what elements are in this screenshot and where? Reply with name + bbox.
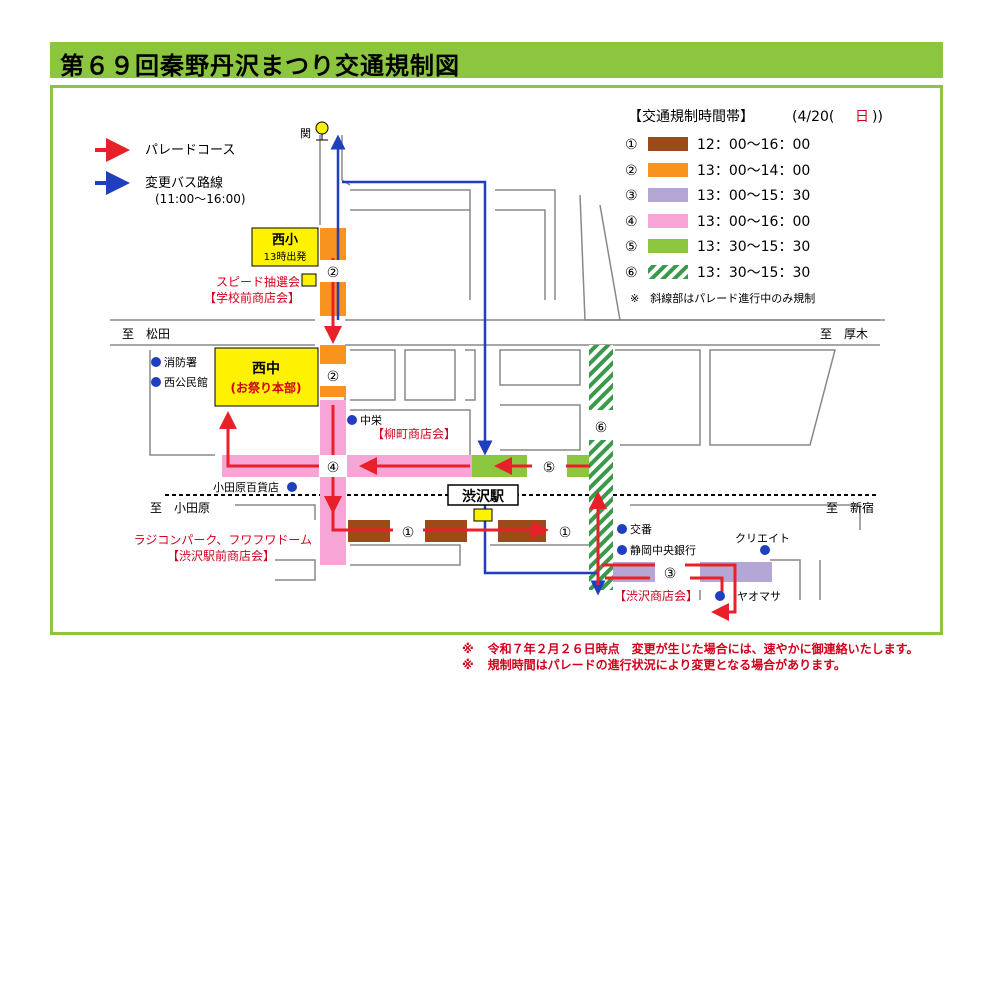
legend-bus-hours: (11:00～16:00): [155, 192, 246, 206]
legend-item-4-swatch: [648, 214, 688, 228]
legend-item-2-time: 13：00～14：00: [697, 163, 810, 179]
zone-badge-1b-bg: [550, 520, 580, 542]
bank-marker-icon: [617, 545, 627, 555]
legend-item-6-time: 13：30～15：30: [697, 265, 810, 281]
footnote-2-mark: ※: [462, 658, 474, 672]
legend-parade-label: パレードコース: [145, 143, 235, 158]
place-nishisho: 西小: [272, 233, 298, 248]
zone-badge-2b-bg: [319, 364, 347, 386]
legend-item-1-num: ①: [625, 137, 638, 153]
yaomasa-marker-icon: [715, 591, 725, 601]
zone-badge-4-bg: [319, 455, 347, 477]
nishichu-box: [214, 347, 319, 407]
zone-badge-5-bg: [532, 455, 566, 477]
place-create: クリエイト: [735, 532, 790, 545]
fire-station-marker-icon: [151, 357, 161, 367]
seki-marker-icon: [315, 121, 329, 135]
zone-badges: ② ② ④ ⑤ ⑥ ① ① ③: [319, 260, 685, 582]
direction-atsugi: 至 厚木: [820, 327, 868, 341]
legend-item-1-swatch: [648, 137, 688, 151]
zone-badge-4: ④: [327, 460, 340, 476]
odakyu-store-marker-icon: [287, 482, 297, 492]
place-odakyu-store: 小田原百貨店: [213, 480, 279, 494]
route-legend: パレードコース 変更バス路線 (11:00～16:00): [95, 138, 246, 206]
footnote-1: ※ 令和７年２月２６日時点 変更が生じた場合には、速やかに御連絡いたします。: [462, 640, 918, 657]
zone-badge-1b: ①: [559, 525, 572, 541]
footnote-2: ※ 規制時間はパレードの進行状況により変更となる場合があります。: [462, 656, 846, 673]
time-legend-date-suffix: )): [872, 109, 883, 125]
zone-badge-3: ③: [664, 566, 677, 582]
legend-item-1-time: 12：00～16：00: [697, 137, 810, 153]
direction-matsuda: 至 松田: [122, 327, 170, 341]
place-nishisho-depart: 13時出発: [264, 250, 307, 263]
place-koban: 交番: [630, 522, 652, 536]
place-speed-lottery: スピード抽選会: [216, 275, 300, 289]
legend-item-4-time: 13：00～16：00: [697, 214, 810, 230]
zone-badge-2a-bg: [319, 260, 347, 282]
legend-item-3-num: ③: [625, 188, 638, 204]
zone-badge-2b: ②: [327, 369, 340, 385]
time-legend-date-prefix: (4/20(: [792, 109, 834, 125]
zone-badge-1a-bg: [393, 520, 423, 542]
direction-odawara: 至 小田原: [150, 501, 210, 515]
place-nishichu: 西中: [252, 360, 280, 377]
zone-badge-6-bg: [588, 415, 614, 437]
zone-badge-6: ⑥: [595, 420, 608, 436]
zone-badge-3-bg: [655, 562, 685, 582]
place-yanagimachi-shops: 【柳町商店会】: [372, 426, 456, 441]
footnote-2-text: 規制時間はパレードの進行状況により変更となる場合があります。: [487, 658, 846, 672]
legend-item-5-swatch: [648, 239, 688, 253]
place-station-front-shops: 【渋沢駅前商店会】: [167, 548, 275, 563]
place-radio-park: ラジコンパーク、フワフワドーム: [134, 533, 312, 547]
title-bar: 第６９回秦野丹沢まつり交通規制図: [50, 42, 943, 80]
place-nishi-kominkan: 西公民館: [164, 375, 208, 389]
places: 関 西小 13時出発 スピード抽選会 【学校前商店会】 西中 (お祭り本部) 消…: [134, 121, 790, 603]
legend-item-2-num: ②: [625, 163, 638, 179]
station-marker: [473, 508, 493, 522]
zone-badge-1a: ①: [402, 525, 415, 541]
chugaku-marker-icon: [347, 415, 357, 425]
legend-item-4-num: ④: [625, 214, 638, 230]
station-box: [447, 484, 519, 506]
legend-item-6-swatch: [648, 265, 688, 279]
create-marker-icon: [760, 545, 770, 555]
legend-bus-label: 変更バス路線: [145, 175, 223, 191]
place-yaomasa: ヤオマサ: [737, 590, 781, 603]
place-shibusawa-station: 渋沢駅: [462, 488, 505, 505]
place-nishichu-sub: (お祭り本部): [231, 380, 302, 395]
place-seki: 関: [300, 127, 311, 140]
legend-item-2-swatch: [648, 163, 688, 177]
place-fire-station: 消防署: [164, 355, 197, 369]
time-legend-heading: 【交通規制時間帯】: [628, 108, 754, 125]
place-chugaku: 中栄: [360, 413, 382, 427]
map-title: 第６９回秦野丹沢まつり交通規制図: [60, 52, 460, 80]
nishisho-small-marker: [301, 273, 317, 287]
map-frame: [50, 85, 943, 635]
place-school-shops: 【学校前商店会】: [204, 290, 300, 305]
legend-item-6-num: ⑥: [625, 265, 638, 281]
place-shibusawa-shops: 【渋沢商店会】: [614, 588, 698, 603]
time-legend: 【交通規制時間帯】 (4/20( 日 )) ① 12：00～16：00 ② 13…: [625, 108, 883, 305]
time-legend-date-day: 日: [855, 109, 869, 125]
legend-item-5-time: 13：30～15：30: [697, 239, 810, 255]
legend-item-3-time: 13：00～15：30: [697, 188, 810, 204]
legend-item-3-swatch: [648, 188, 688, 202]
nishisho-box: [251, 227, 319, 267]
parade-route: [219, 258, 737, 621]
zone-badge-2a: ②: [327, 265, 340, 281]
legend-item-5-num: ⑤: [625, 239, 638, 255]
zone-badge-5: ⑤: [543, 460, 556, 476]
footnote-1-mark: ※: [462, 642, 474, 656]
footnote-1-text: 令和７年２月２６日時点 変更が生じた場合には、速やかに御連絡いたします。: [487, 642, 919, 656]
kominkan-marker-icon: [151, 377, 161, 387]
koban-marker-icon: [617, 524, 627, 534]
direction-shinjuku: 至 新宿: [826, 500, 874, 515]
place-shizuoka-bank: 静岡中央銀行: [630, 543, 696, 557]
time-legend-note: ※ 斜線部はパレード進行中のみ規制: [630, 291, 815, 305]
